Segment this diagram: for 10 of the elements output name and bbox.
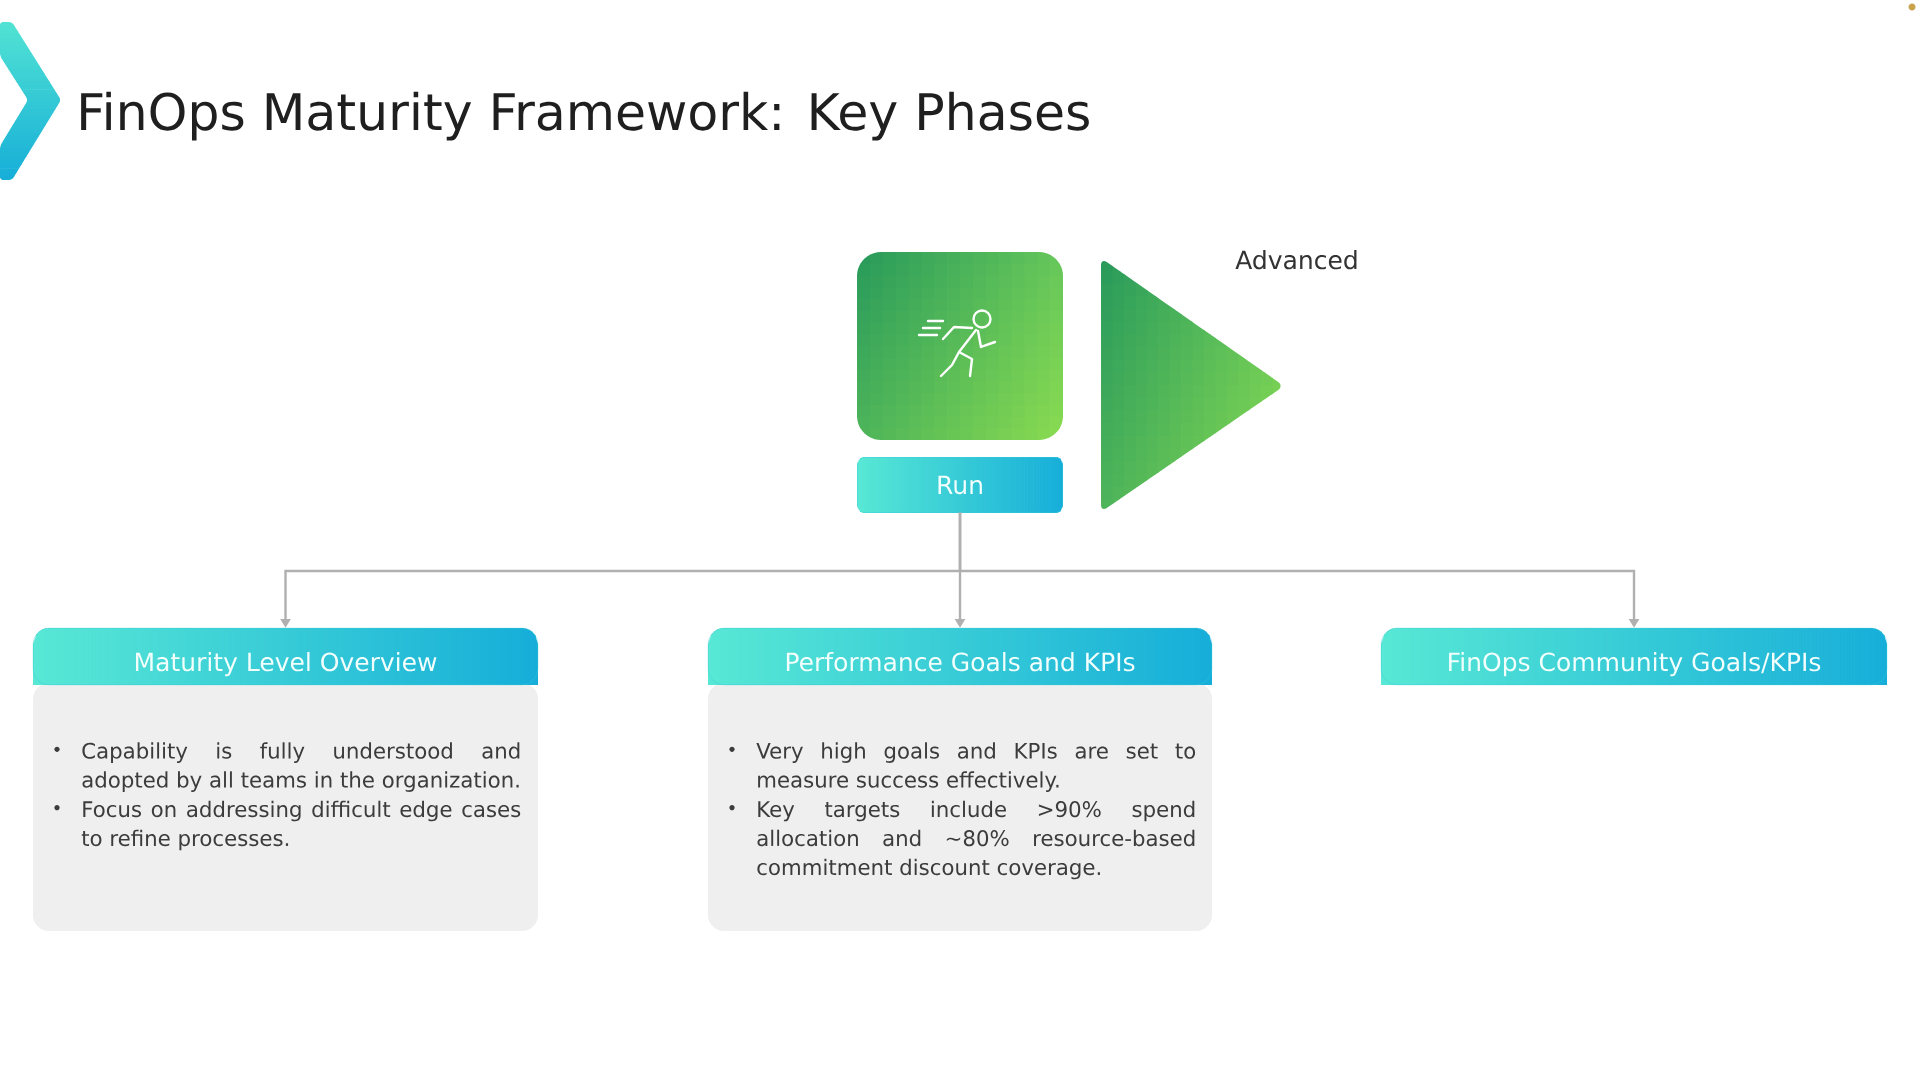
bullet-text: Key targets include >90% spend allocation and ~80% resource-based commitment discount coverage. bbox=[757, 800, 1195, 880]
bullet-text: Very high goals and KPIs are set to measure success effectively. bbox=[756, 742, 1196, 792]
bullet-text: Capability is fully understood and adopted by all teams in the organization. bbox=[82, 742, 520, 792]
bullet-text: Focus on addressing difficult edge cases to refine processes. bbox=[81, 800, 521, 851]
slide-title: FinOps Maturity Framework: Key Phases bbox=[81, 91, 1089, 141]
card-header: Maturity Level Overview bbox=[33, 628, 538, 685]
phase-label: Run bbox=[857, 457, 1063, 513]
card-header: FinOps Community Goals/KPIs bbox=[1381, 628, 1887, 685]
card-header: Performance Goals and KPIs bbox=[708, 628, 1212, 685]
phase-caption: Advanced bbox=[1235, 250, 1357, 270]
